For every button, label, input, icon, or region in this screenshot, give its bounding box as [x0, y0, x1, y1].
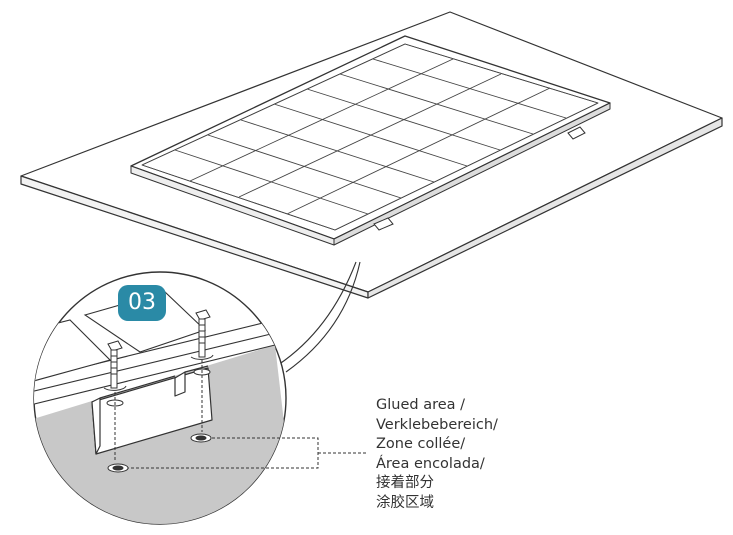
bolt-left	[103, 340, 127, 462]
label-line-es: Área encolada/	[376, 455, 485, 472]
glued-area-label: Glued area / Verklebebereich/ Zone collé…	[376, 396, 498, 513]
step-number-badge: 03	[118, 285, 166, 321]
panel-bracket	[373, 126, 586, 231]
detail-leader	[277, 261, 361, 373]
label-line-zh: 涂胶区域	[376, 494, 434, 511]
label-line-fr: Zone collée/	[376, 436, 466, 452]
callout-leader	[128, 437, 368, 469]
solar-panel	[130, 35, 611, 246]
label-line-ja: 接着部分	[376, 475, 434, 491]
label-line-de: Verklebebereich/	[376, 416, 498, 433]
glue-dot	[107, 433, 212, 473]
solar-cell-grid	[141, 43, 599, 231]
bolt-right	[190, 309, 214, 432]
mounting-bracket	[91, 365, 213, 455]
label-line-en: Glued area /	[376, 397, 466, 413]
